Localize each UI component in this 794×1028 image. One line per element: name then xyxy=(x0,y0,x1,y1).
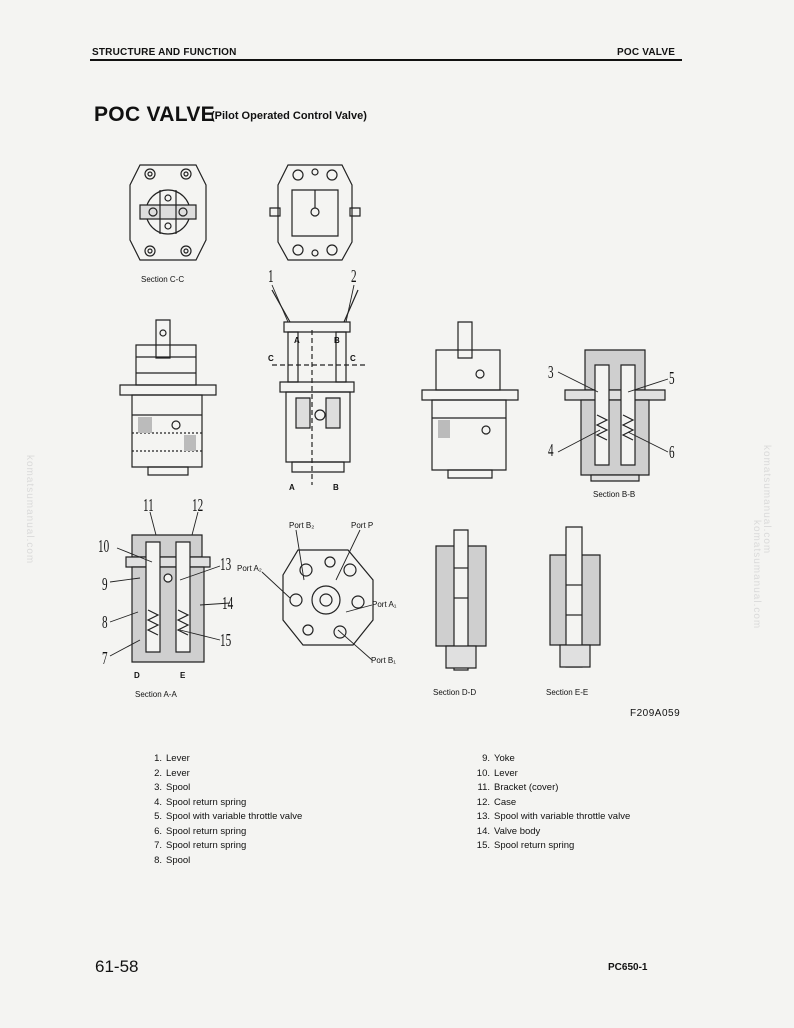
part-item: 4.Spool return spring xyxy=(154,796,247,808)
callout-4: 4 xyxy=(548,440,554,460)
part-item: 8.Spool xyxy=(154,854,191,866)
front-view-1-drawing xyxy=(118,315,218,485)
mark-c-right: C xyxy=(350,354,356,363)
mark-a-top: A xyxy=(294,336,300,345)
callout-7: 7 xyxy=(102,648,108,668)
port-a1-label: Port A₁ xyxy=(372,600,397,609)
section-cc-drawing xyxy=(128,160,208,265)
section-bb-drawing xyxy=(565,345,665,485)
part-item: 15.Spool return spring xyxy=(476,840,575,851)
section-ee-drawing xyxy=(546,525,604,677)
header-left: STRUCTURE AND FUNCTION xyxy=(92,47,237,58)
part-item: 5.Spool with variable throttle valve xyxy=(154,811,303,822)
section-cc-caption: Section C-C xyxy=(141,275,185,284)
port-a2-label: Port A₂ xyxy=(237,564,262,573)
part-item: 6.Spool return spring xyxy=(154,825,247,837)
callout-6: 6 xyxy=(669,442,675,462)
header-rule xyxy=(90,59,682,61)
part-item: 2.Lever xyxy=(154,767,190,779)
callout-13: 13 xyxy=(220,554,232,574)
section-bb-caption: Section B-B xyxy=(593,490,636,499)
port-p-label: Port P xyxy=(351,521,374,530)
mark-c-left: C xyxy=(268,354,274,363)
callout-8: 8 xyxy=(102,612,108,632)
front-view-2-drawing xyxy=(262,290,372,490)
mark-e: E xyxy=(180,671,186,680)
parts-list-right: 9.Yoke 10.Lever 11.Bracket (cover) 12.Ca… xyxy=(470,752,630,854)
callout-11: 11 xyxy=(143,495,154,515)
mark-d: D xyxy=(134,671,140,680)
page-number: 61-58 xyxy=(95,957,139,976)
top-view-drawing xyxy=(270,160,360,265)
port-view-drawing xyxy=(278,540,378,650)
section-aa-caption: Section A-A xyxy=(135,690,177,699)
callout-10: 10 xyxy=(98,536,110,556)
callout-9: 9 xyxy=(102,574,108,594)
callout-5: 5 xyxy=(669,368,675,388)
callout-12: 12 xyxy=(192,495,204,515)
part-item: 12.Case xyxy=(476,796,517,808)
section-dd-drawing xyxy=(432,528,490,678)
callout-2: 2 xyxy=(351,266,357,286)
section-ee-caption: Section E-E xyxy=(546,688,589,697)
part-item: 10.Lever xyxy=(476,767,518,779)
part-item: 13.Spool with variable throttle valve xyxy=(476,811,631,822)
callout-1: 1 xyxy=(268,266,274,286)
callout-3: 3 xyxy=(548,362,554,382)
page-subtitle: (Pilot Operated Control Valve) xyxy=(211,110,367,122)
front-view-3-drawing xyxy=(420,320,520,485)
section-dd-caption: Section D-D xyxy=(433,688,477,697)
port-b2-label: Port B₂ xyxy=(289,521,315,530)
model-code: PC650-1 xyxy=(608,962,648,973)
part-item: 9.Yoke xyxy=(482,753,515,764)
mark-a-bottom: A xyxy=(289,483,295,492)
header-right: POC VALVE xyxy=(617,47,676,58)
parts-list-left: 1.Lever 2.Lever 3.Spool 4.Spool return s… xyxy=(142,752,302,868)
callout-14: 14 xyxy=(222,593,234,613)
port-b1-label: Port B₁ xyxy=(371,656,396,665)
part-item: 3.Spool xyxy=(154,782,191,793)
mark-b-top: B xyxy=(334,336,340,345)
part-item: 14.Valve body xyxy=(476,825,541,837)
callout-15: 15 xyxy=(220,630,232,650)
mark-b-bottom: B xyxy=(333,483,339,492)
part-item: 1.Lever xyxy=(154,753,190,764)
figure-code: F209A059 xyxy=(630,708,681,719)
part-item: 7.Spool return spring xyxy=(154,840,247,851)
part-item: 11.Bracket (cover) xyxy=(477,782,559,793)
page-title: POC VALVE xyxy=(94,103,215,126)
